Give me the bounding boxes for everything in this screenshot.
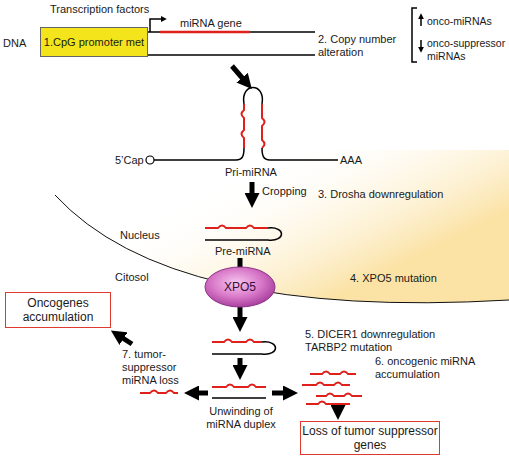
bracket — [412, 8, 417, 62]
up-arrow — [420, 18, 422, 26]
compartment-label: Citosol — [115, 271, 149, 284]
annotation: onco-miRNAs — [427, 15, 492, 28]
node-text: Loss of tumor suppressor genes — [301, 424, 439, 452]
flow-arrow — [238, 358, 243, 368]
mirna-strand — [306, 402, 350, 405]
process-label: Cropping — [262, 185, 307, 198]
flow-arrow — [272, 391, 286, 396]
rna-strand — [212, 353, 262, 355]
gene-label: miRNA gene — [180, 17, 242, 30]
nuclear-envelope — [55, 195, 509, 303]
rna-strand — [212, 397, 266, 399]
annotation: DNA — [3, 37, 26, 50]
molecule-label: Pri-miRNA — [225, 166, 277, 179]
annotation: AAA — [340, 154, 362, 167]
ellipse-shape — [205, 267, 275, 307]
flow-arrow — [196, 391, 208, 396]
hairpin-loop — [244, 88, 263, 105]
step-label: 5. DICER1 downregulation TARBP2 mutation — [305, 328, 455, 354]
step-label: 3. Drosha downregulation — [318, 188, 443, 201]
annotation: onco-suppressor miRNAs — [427, 37, 508, 63]
flow-arrow — [121, 337, 132, 344]
node-text: XPO5 — [224, 280, 256, 294]
cap-symbol — [146, 156, 154, 164]
annotation: Transcription factors — [50, 3, 149, 16]
mirna-strand — [212, 340, 262, 343]
mirna-strand — [212, 385, 266, 388]
hairpin-loop — [268, 228, 282, 240]
promoter-box: 1.CpG promoter met — [40, 27, 148, 57]
mirna-strand — [242, 104, 245, 148]
rna-strand — [262, 148, 338, 160]
outcome-box: Oncogenes accumulation — [5, 292, 111, 328]
hairpin-loop — [262, 342, 276, 354]
mirna-strand — [310, 372, 356, 375]
rna-strand — [154, 148, 244, 160]
outcome-box: Loss of tumor suppressor genes — [300, 421, 440, 455]
node-text: Oncogenes accumulation — [6, 296, 110, 324]
rna-strand — [205, 239, 268, 241]
step-label: 4. XPO5 mutation — [350, 272, 437, 285]
mirna-gene-segment — [160, 31, 250, 34]
compartment-label: Nucleus — [120, 229, 160, 242]
mirna-strand — [302, 383, 350, 386]
process-label: Unwinding of miRNA duplex — [202, 405, 280, 431]
annotation: 5’Cap — [115, 154, 144, 167]
flow-arrow — [250, 182, 255, 196]
step-label: 2. Copy number alteration — [318, 33, 406, 59]
down-arrow — [420, 40, 422, 48]
promoter-arrow — [150, 19, 162, 32]
mirna-strand — [140, 391, 178, 394]
molecule-label: Pre-miRNA — [215, 245, 271, 258]
node-text: 1.CpG promoter met — [44, 35, 144, 49]
step-label: 6. oncogenic miRNA accumulation — [375, 355, 490, 381]
exportin-ellipse: XPO5 — [204, 266, 276, 308]
nucleus-shading — [55, 150, 509, 303]
mirna-strand — [205, 226, 268, 229]
step-label: 7. tumor-suppressor miRNA loss — [122, 348, 194, 387]
mirna-strand — [316, 394, 362, 397]
flow-arrow — [232, 66, 244, 80]
mirna-strand — [262, 104, 265, 148]
